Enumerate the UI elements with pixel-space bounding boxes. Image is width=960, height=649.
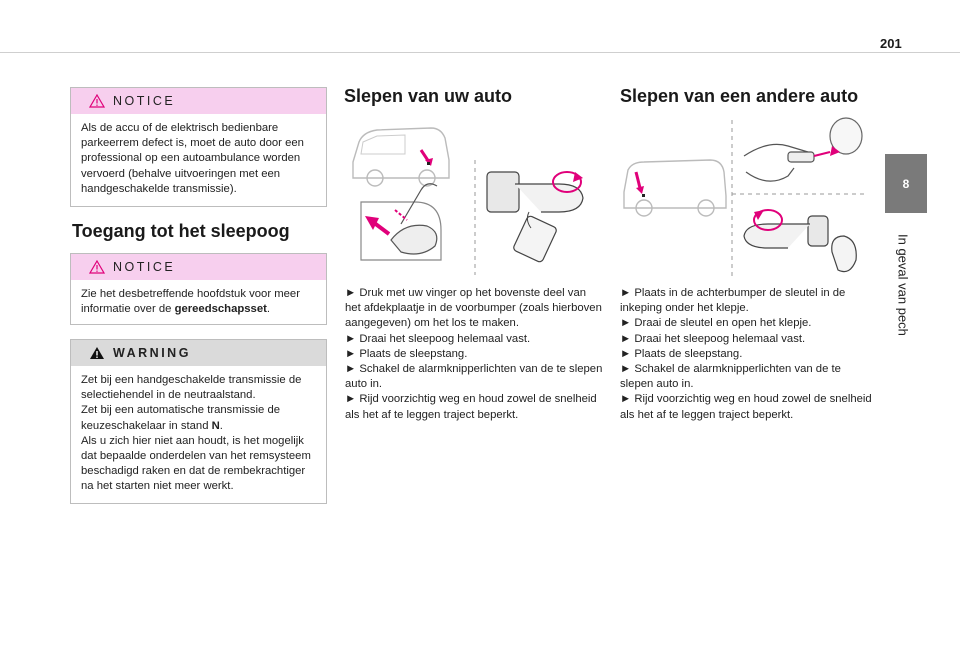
tow-other-step: ► Draai de sleutel en open het klepje. xyxy=(620,317,812,330)
notice-triangle-icon xyxy=(89,94,105,108)
warning-text-part: Zet bij een automatische transmissie de … xyxy=(81,404,281,432)
warning-box: WARNING Zet bij een handgeschakelde tran… xyxy=(70,339,327,504)
tow-other-step: ► Plaats de sleepstang. xyxy=(620,347,743,360)
warning-text-bold: N xyxy=(211,419,220,432)
header-rule xyxy=(0,52,960,53)
chapter-number-tab[interactable]: 8 xyxy=(885,154,927,213)
tow-own-car-illustration xyxy=(352,127,584,275)
tow-own-step: ► Plaats de sleepstang. xyxy=(345,347,468,360)
section-title-tow-own: Slepen van uw auto xyxy=(344,86,513,106)
tow-own-steps: ► Druk met uw vinger op het bovenste dee… xyxy=(345,286,603,423)
tow-own-step: ► Druk met uw vinger op het bovenste dee… xyxy=(345,287,602,330)
warning-line: Als u zich hier niet aan houdt, is het m… xyxy=(81,434,311,493)
tow-own-step: ► Draai het sleepoog helemaal vast. xyxy=(345,332,531,345)
tow-other-steps: ► Plaats in de achterbumper de sleutel i… xyxy=(620,286,876,423)
warning-triangle-icon xyxy=(90,347,104,359)
warning-line: Zet bij een handgeschakelde transmissie … xyxy=(81,374,302,402)
tow-other-step: ► Schakel de alarmknipperlichten van de … xyxy=(620,363,841,391)
warning-body: Zet bij een handgeschakelde transmissie … xyxy=(71,366,326,502)
notice-box-tools: NOTICE Zie het desbetreffende hoofdstuk … xyxy=(70,253,327,325)
notice-text-part: . xyxy=(266,303,271,316)
tow-other-step: ► Plaats in de achterbumper de sleutel i… xyxy=(620,287,846,315)
notice-text-part: Zie het desbetreffende hoofdstuk voor me… xyxy=(81,288,300,316)
warning-text-part: . xyxy=(219,419,223,432)
notice-text: Zie het desbetreffende hoofdstuk voor me… xyxy=(81,287,316,317)
tow-own-step: ► Rijd voorzichtig weg en houd zowel de … xyxy=(345,393,597,421)
notice-header: NOTICE xyxy=(71,254,326,280)
notice-text: Als de accu of de elektrisch bedienbare … xyxy=(81,122,304,195)
page-number: 201 xyxy=(880,36,902,51)
warning-line: Zet bij een automatische transmissie de … xyxy=(81,403,316,433)
section-title-tow-other: Slepen van een andere auto xyxy=(620,86,859,106)
tow-other-step: ► Draai het sleepoog helemaal vast. xyxy=(620,332,806,345)
notice-body: Als de accu of de elektrisch bedienbare … xyxy=(71,114,326,204)
notice-heading: NOTICE xyxy=(113,94,176,108)
section-title-access: Toegang tot het sleepoog xyxy=(72,221,290,241)
tow-other-car-illustration xyxy=(623,117,866,277)
warning-heading: WARNING xyxy=(113,346,191,360)
notice-heading: NOTICE xyxy=(113,260,176,274)
notice-box-battery: NOTICE Als de accu of de elektrisch bedi… xyxy=(70,87,327,207)
notice-triangle-icon xyxy=(89,260,105,274)
tow-own-step: ► Schakel de alarmknipperlichten van de … xyxy=(345,363,603,391)
tow-other-step: ► Rijd voorzichtig weg en houd zowel de … xyxy=(620,393,872,421)
chapter-title: In geval van pech xyxy=(895,234,911,336)
notice-text-bold: gereedschapsset xyxy=(174,303,267,316)
notice-body: Zie het desbetreffende hoofdstuk voor me… xyxy=(71,280,326,324)
notice-header: NOTICE xyxy=(71,88,326,114)
warning-header: WARNING xyxy=(71,340,326,366)
